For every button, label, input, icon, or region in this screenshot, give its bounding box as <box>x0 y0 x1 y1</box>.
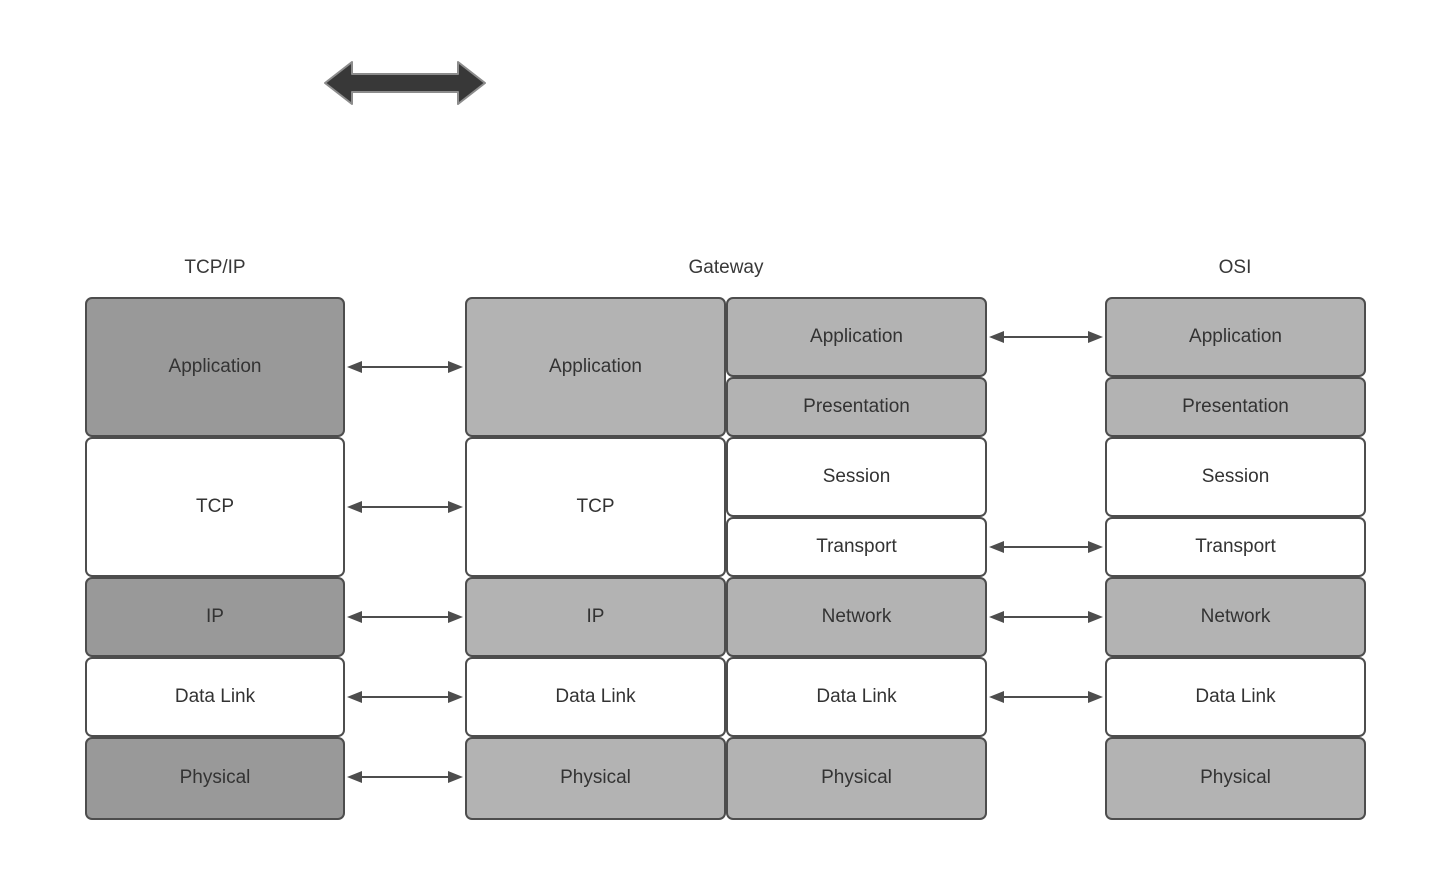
layer-box-gateway-right-datalink: Data Link <box>726 657 987 737</box>
layer-box-tcpip-physical: Physical <box>85 737 345 820</box>
layer-box-tcpip-tcp: TCP <box>85 437 345 577</box>
layer-box-tcpip-application: Application <box>85 297 345 437</box>
layer-box-osi-network: Network <box>1105 577 1366 657</box>
arrow-tcpip-gateway-ip <box>347 611 463 623</box>
arrow-gateway-osi-datalink <box>989 691 1103 703</box>
arrow-tcpip-gateway-application <box>347 361 463 373</box>
layer-box-osi-session: Session <box>1105 437 1366 517</box>
layer-box-gateway-left-ip: IP <box>465 577 726 657</box>
layer-box-gateway-right-session: Session <box>726 437 987 517</box>
layer-box-gateway-left-physical: Physical <box>465 737 726 820</box>
column-header-osi: OSI <box>1218 257 1252 278</box>
arrow-tcpip-gateway-physical <box>347 771 463 783</box>
layer-box-osi-transport: Transport <box>1105 517 1366 577</box>
arrow-tcpip-gateway-datalink <box>347 691 463 703</box>
layer-box-gateway-right-physical: Physical <box>726 737 987 820</box>
layer-box-gateway-left-tcp: TCP <box>465 437 726 577</box>
layer-box-osi-datalink: Data Link <box>1105 657 1366 737</box>
layer-box-osi-application: Application <box>1105 297 1366 377</box>
column-header-gateway: Gateway <box>688 257 764 278</box>
layer-box-tcpip-ip: IP <box>85 577 345 657</box>
arrow-gateway-osi-network <box>989 611 1103 623</box>
arrow-tcpip-gateway-tcp <box>347 501 463 513</box>
layer-box-gateway-left-datalink: Data Link <box>465 657 726 737</box>
layer-box-gateway-right-presentation: Presentation <box>726 377 987 437</box>
column-header-tcpip: TCP/IP <box>184 257 246 278</box>
layer-box-gateway-right-application: Application <box>726 297 987 377</box>
layer-box-gateway-right-transport: Transport <box>726 517 987 577</box>
thick-bidirectional-arrow-shape <box>324 61 486 105</box>
layer-box-gateway-right-network: Network <box>726 577 987 657</box>
arrow-gateway-osi-transport <box>989 541 1103 553</box>
layer-box-osi-physical: Physical <box>1105 737 1366 820</box>
layer-box-gateway-left-application: Application <box>465 297 726 437</box>
arrow-gateway-osi-application <box>989 331 1103 343</box>
layer-box-osi-presentation: Presentation <box>1105 377 1366 437</box>
layer-box-tcpip-datalink: Data Link <box>85 657 345 737</box>
